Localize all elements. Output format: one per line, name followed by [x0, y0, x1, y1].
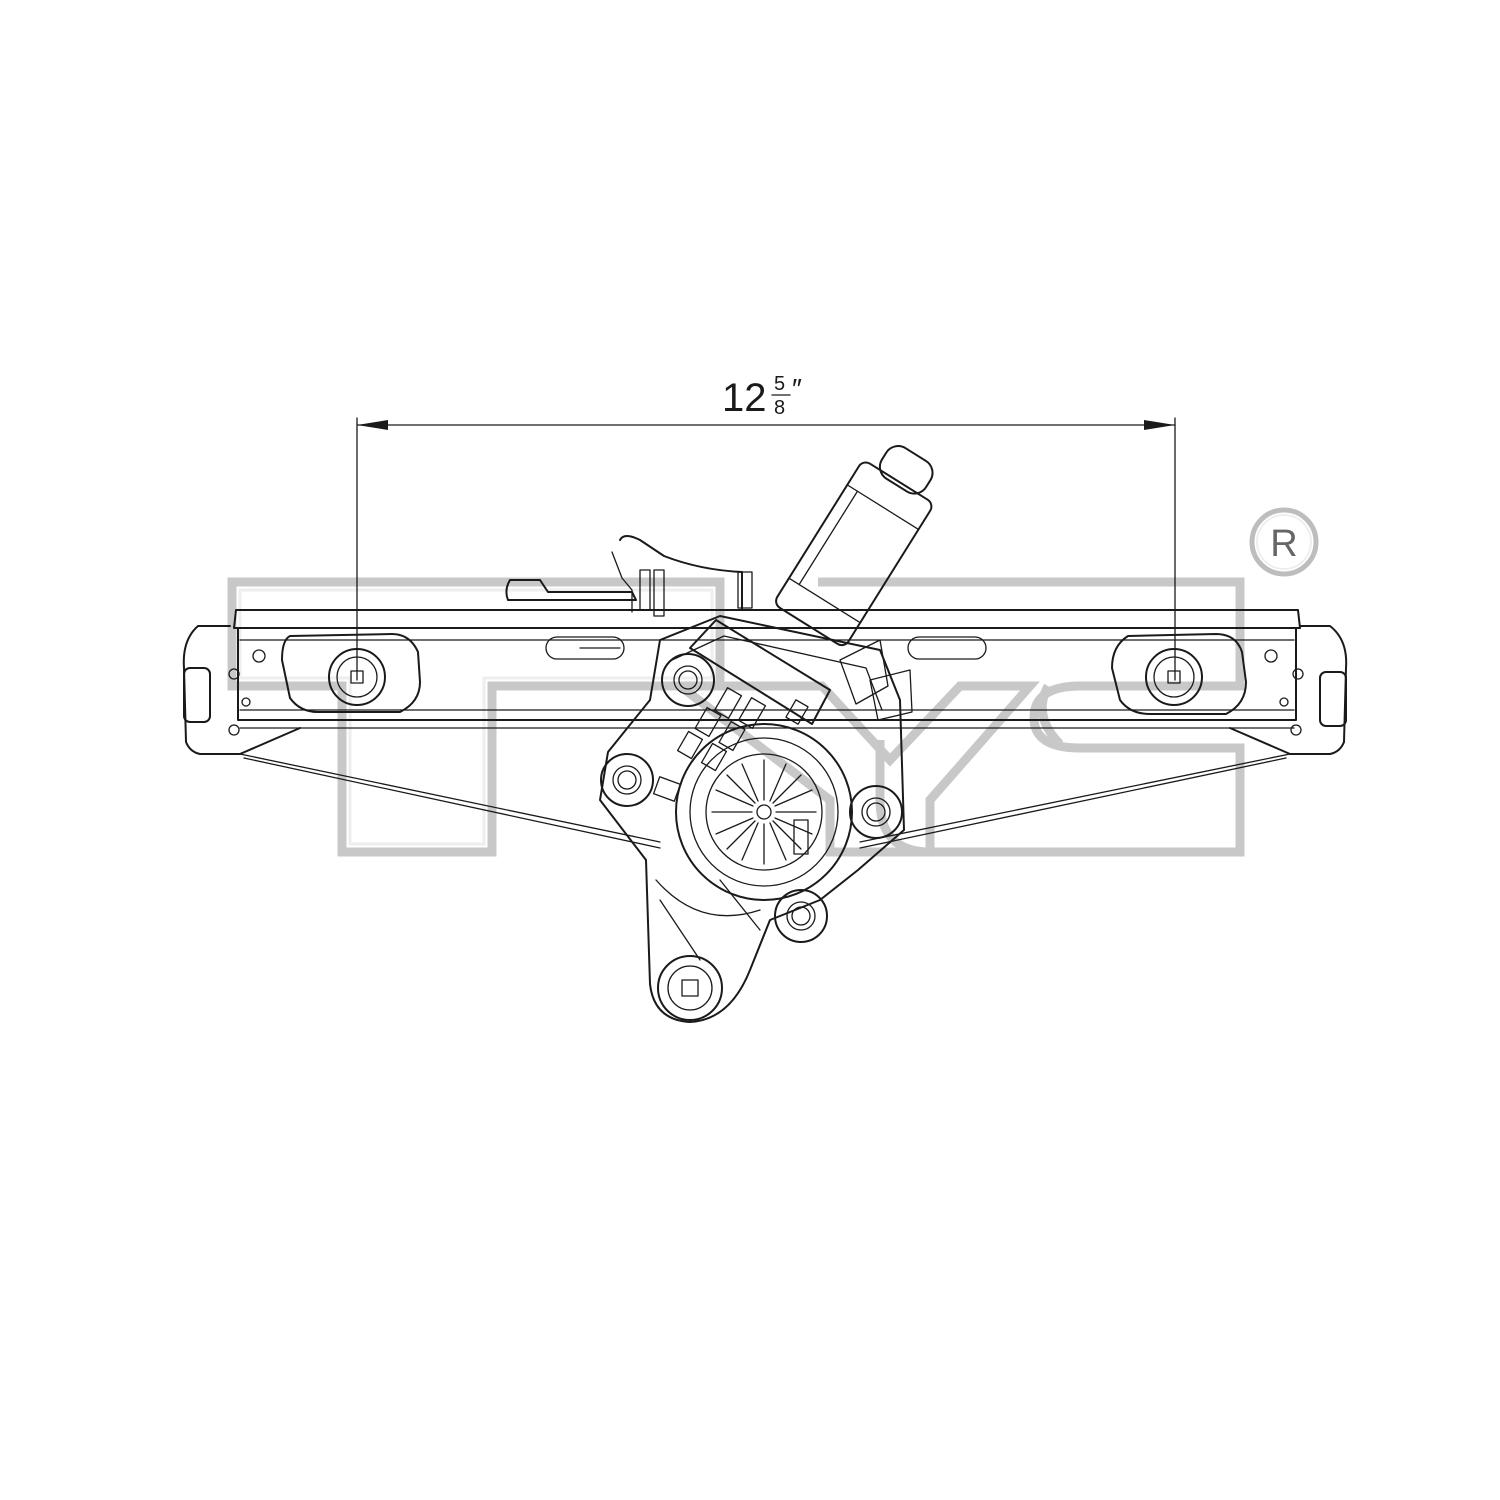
registered-mark-icon: R	[1249, 507, 1319, 577]
housing-mount-bottom	[774, 889, 828, 943]
window-motor-assembly	[599, 445, 934, 1023]
dimension-numerator: 5	[774, 373, 785, 395]
regulator-rail	[233, 609, 1301, 729]
slider-clip	[505, 535, 753, 617]
dimension-unit: ″	[792, 373, 802, 404]
arrow-right-icon	[1144, 420, 1175, 430]
housing-mount-top	[661, 653, 715, 707]
dimension-whole: 12	[722, 376, 767, 420]
arrow-left-icon	[357, 420, 388, 430]
regulator-cables	[239, 753, 1291, 849]
housing-mount-left	[600, 753, 654, 807]
motor-can	[775, 445, 934, 647]
registered-mark-letter: R	[1270, 523, 1297, 565]
right-mount-boss	[1111, 633, 1247, 715]
housing-mount-right	[849, 785, 903, 839]
motor-connector	[676, 619, 831, 772]
drive-gear	[675, 723, 853, 901]
housing-mount-lower	[657, 955, 723, 1021]
right-end-bracket	[1229, 625, 1348, 755]
dimension-annotation: 12 5 8 ″	[356, 373, 1176, 681]
left-end-bracket	[182, 625, 301, 755]
dimension-denominator: 8	[774, 397, 785, 419]
left-mount-boss	[281, 633, 421, 713]
